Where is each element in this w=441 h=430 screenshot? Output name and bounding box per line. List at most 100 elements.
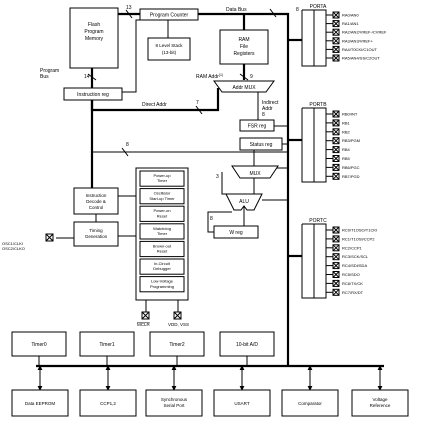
program-bus-label-2: Bus bbox=[40, 74, 49, 80]
indirect-addr-label-1: Indirect bbox=[262, 100, 279, 106]
peripheral-block: Timer0 bbox=[11, 331, 67, 357]
timing-generation: Timing Generation bbox=[73, 221, 119, 247]
pin-x bbox=[332, 244, 340, 252]
pin-x bbox=[332, 172, 340, 180]
peripheral-label: Timer1 bbox=[99, 342, 115, 348]
status-reg: Status reg bbox=[239, 137, 283, 151]
timer-block-label: Power-on bbox=[153, 208, 170, 213]
pin-label: RB5 bbox=[342, 156, 351, 161]
pin-x bbox=[332, 155, 340, 162]
pin-x bbox=[332, 37, 340, 45]
timer-block-label: Debugger bbox=[153, 266, 171, 271]
instruction-reg: Instruction reg bbox=[63, 87, 123, 101]
pin-x bbox=[332, 288, 340, 296]
peripheral-block: Timer1 bbox=[79, 331, 135, 357]
pin-label: RC7/RX/DT bbox=[342, 290, 364, 295]
peripheral-label: Data EEPROM bbox=[25, 401, 56, 406]
alu: ALU bbox=[225, 193, 263, 211]
timer-block-label: Power-up bbox=[153, 173, 171, 178]
portc: PORTC RC0/T1OSO/T1CKIRC1/T1OSI/CCP2RC2/C… bbox=[301, 218, 377, 299]
peripheral-block: USART bbox=[213, 389, 271, 417]
osc-pin-x bbox=[45, 233, 54, 242]
flash-label-2: Program bbox=[84, 29, 103, 35]
svg-text:Generation: Generation bbox=[85, 234, 108, 239]
data-bus-tick bbox=[269, 8, 277, 18]
peripheral-label: USART bbox=[234, 401, 249, 406]
flash-label-3: Memory bbox=[85, 36, 104, 42]
addr-mux: Addr MUX bbox=[213, 80, 275, 93]
peripheral-label: Comparator bbox=[298, 401, 322, 406]
svg-text:Control: Control bbox=[89, 205, 104, 210]
svg-text:W reg: W reg bbox=[229, 230, 243, 236]
alu-b-width: 8 bbox=[210, 216, 213, 222]
timer-block-label: Oscillator bbox=[154, 191, 171, 196]
svg-text:8 Level Stack: 8 Level Stack bbox=[155, 43, 183, 48]
pin-x bbox=[332, 146, 340, 153]
porta: PORTA RA0/AN0RA1/AN1RA2/AN2/VREF-/CVREFR… bbox=[301, 4, 387, 67]
peripheral-label: Timer2 bbox=[169, 342, 185, 348]
program-bus-tick bbox=[87, 73, 97, 81]
svg-text:Instruction reg: Instruction reg bbox=[77, 92, 109, 98]
flash-program-memory: Flash Program Memory bbox=[69, 7, 119, 69]
port-register bbox=[313, 223, 327, 299]
pin-x bbox=[332, 235, 340, 243]
pin-x bbox=[332, 128, 340, 136]
svg-text:ALU: ALU bbox=[239, 199, 249, 205]
data-bus-line bbox=[197, 12, 290, 366]
direct-addr-label: Direct Addr bbox=[142, 102, 167, 108]
pin-label: RB4 bbox=[342, 147, 351, 152]
ram-file-registers: RAM File Registers bbox=[219, 29, 269, 65]
timer-block-label: Low-Voltage bbox=[151, 279, 174, 284]
pin-x bbox=[332, 119, 340, 127]
pin-label: RB6/PGC bbox=[342, 165, 360, 170]
pc-bus-width: 13 bbox=[126, 5, 132, 11]
mclr-label: MCLR bbox=[137, 322, 151, 327]
indirect-addr-width: 8 bbox=[262, 112, 265, 118]
peripheral-label: CCP1,2 bbox=[100, 401, 116, 406]
program-counter: Program Counter bbox=[139, 8, 199, 21]
indirect-addr-label-2: Addr bbox=[262, 106, 273, 112]
pin-label: RA2/AN2/VREF-/CVREF bbox=[342, 30, 387, 35]
stack-block: 8 Level Stack (13-bit) bbox=[147, 37, 191, 61]
ir-pc-line bbox=[122, 19, 140, 93]
pin-x bbox=[332, 11, 340, 19]
pin-label: RC0/T1OSO/T1CKI bbox=[342, 228, 377, 233]
data-bus-width: 8 bbox=[296, 7, 299, 13]
instruction-decode-control: Instruction Decode & Control bbox=[73, 187, 119, 215]
timer-block-label: Timer bbox=[157, 231, 168, 236]
peripheral-label: Synchronous bbox=[161, 397, 188, 402]
pin-label: RC3/SCK/SCL bbox=[342, 254, 369, 259]
pin-label: RB7/PGD bbox=[342, 174, 360, 179]
mclr-pin-x bbox=[141, 311, 150, 320]
osc-label-1: OSC1/CLKI bbox=[2, 241, 23, 246]
pin-label: RC2/CCP1 bbox=[342, 245, 363, 250]
timer-block-label: Brown-out bbox=[153, 243, 172, 248]
osc-label-2: OSC2/CLKO bbox=[2, 246, 25, 251]
vdd-pin-x bbox=[173, 311, 182, 320]
pin-x bbox=[332, 271, 340, 278]
timer-block-label: Reset bbox=[157, 213, 168, 218]
ram-addr-width: 9 bbox=[250, 74, 253, 80]
pin-x bbox=[332, 253, 340, 261]
flash-label-1: Flash bbox=[88, 22, 100, 28]
port-bracket bbox=[301, 9, 314, 67]
pin-x bbox=[332, 280, 340, 287]
pin-x bbox=[332, 226, 340, 234]
program-bus-width: 14 bbox=[84, 74, 90, 80]
vdd-vss-label: VDD, VSS bbox=[168, 322, 189, 327]
pin-label: RC1/T1OSI/CCP2 bbox=[342, 236, 375, 241]
pin-label: RA5/AN4/SS/C2OUT bbox=[342, 56, 380, 61]
pin-label: RB3/PGM bbox=[342, 138, 360, 143]
peripheral-label: Timer0 bbox=[31, 342, 47, 348]
